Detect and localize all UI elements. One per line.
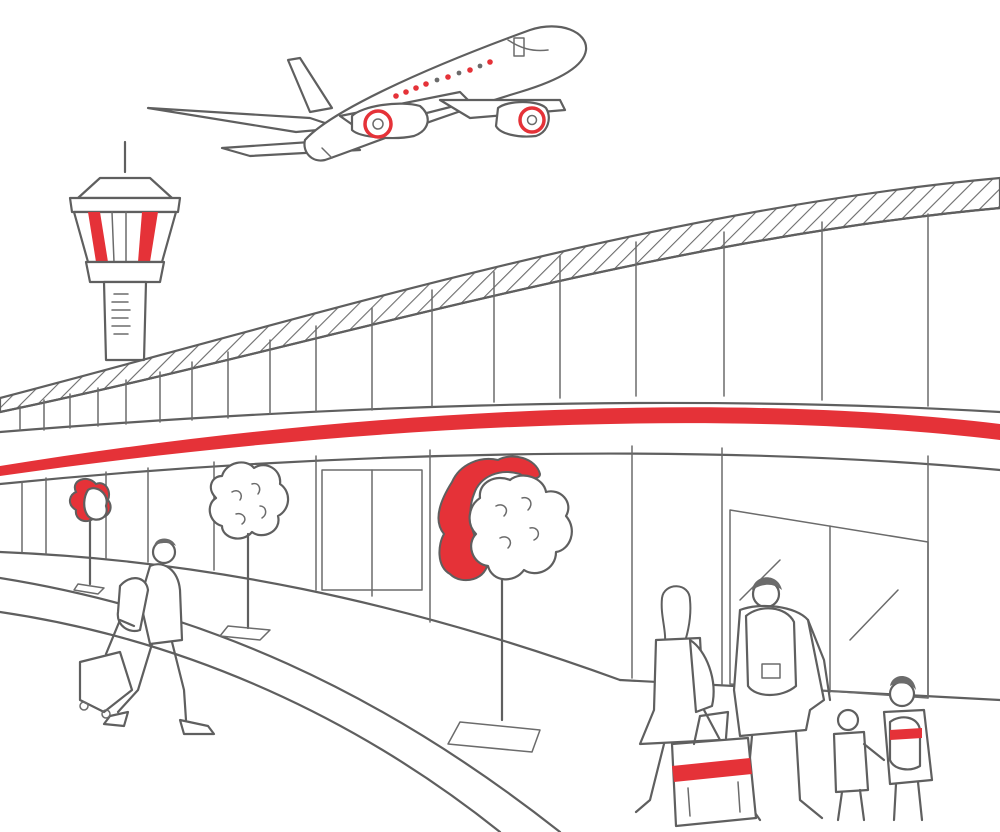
- sidewalk: [0, 576, 562, 832]
- tree-icon: [208, 461, 290, 641]
- family-icon: [634, 577, 934, 828]
- tree-icon: [69, 477, 112, 595]
- airplane-icon: [146, 25, 588, 162]
- person-with-luggage-icon: [78, 538, 216, 736]
- tree-icon: [437, 455, 573, 753]
- suitcase-icon: [670, 710, 758, 828]
- control-tower-icon: [68, 140, 182, 362]
- terminal-building: [0, 176, 1000, 702]
